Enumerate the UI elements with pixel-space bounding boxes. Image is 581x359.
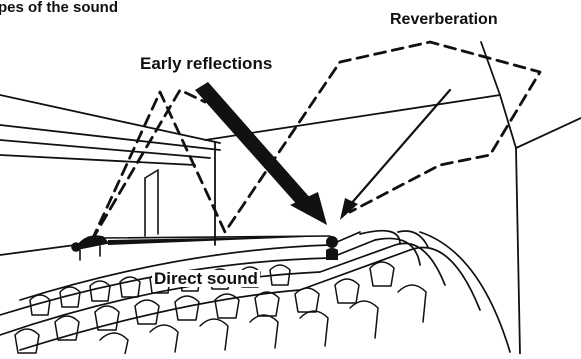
early-reflections-label: Early reflections [140, 55, 272, 72]
diagram-title: pes of the sound [0, 0, 118, 15]
reverberation-label: Reverberation [390, 12, 498, 28]
piano-icon [72, 236, 108, 260]
direct-sound-label: Direct sound [152, 270, 260, 287]
